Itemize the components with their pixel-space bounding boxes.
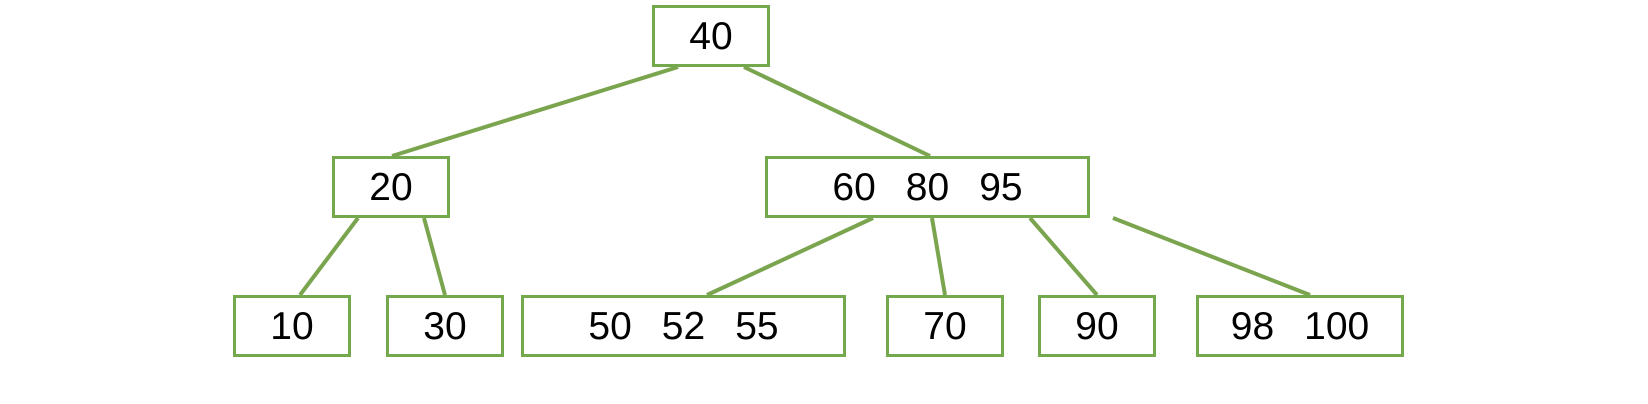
node-key-value: 98 <box>1230 304 1275 348</box>
node-key-value: 50 <box>588 304 632 348</box>
tree-edge-left-to-10 <box>298 216 360 297</box>
node-keys: 10 <box>270 307 313 346</box>
node-key-value: 55 <box>735 304 779 348</box>
node-key-value: 70 <box>923 304 967 348</box>
node-key-value: 20 <box>369 165 413 209</box>
tree-node-leaf-90[interactable]: 90 <box>1038 295 1156 357</box>
tree-edge-right-to-50 <box>706 216 874 297</box>
tree-edge-right-to-90 <box>1028 216 1099 297</box>
tree-node-internal-left[interactable]: 20 <box>332 156 450 218</box>
tree-node-leaf-98-100[interactable]: 98 100 <box>1196 295 1404 357</box>
tree-node-internal-right[interactable]: 60 80 95 <box>765 156 1090 218</box>
tree-node-leaf-70[interactable]: 70 <box>886 295 1004 357</box>
node-keys: 60 80 95 <box>832 168 1022 207</box>
tree-node-leaf-30[interactable]: 30 <box>386 295 504 357</box>
tree-edge-right-to-98 <box>1112 216 1311 297</box>
node-keys: 30 <box>423 307 466 346</box>
tree-edge-root-to-left <box>391 65 679 158</box>
tree-node-leaf-50-52-55[interactable]: 50 52 55 <box>521 295 846 357</box>
node-key-value: 60 <box>832 165 876 209</box>
node-key-value: 52 <box>661 304 706 348</box>
node-keys: 40 <box>689 17 732 56</box>
tree-edge-right-to-70 <box>930 217 947 296</box>
node-keys: 90 <box>1075 307 1118 346</box>
tree-node-leaf-10[interactable]: 10 <box>233 295 351 357</box>
node-key-value: 90 <box>1075 304 1119 348</box>
node-key-value: 80 <box>905 165 950 209</box>
node-keys: 20 <box>369 168 412 207</box>
node-key-value: 30 <box>423 304 467 348</box>
node-key-value: 40 <box>689 14 733 58</box>
node-key-value: 10 <box>270 304 314 348</box>
tree-node-root[interactable]: 40 <box>652 5 770 67</box>
node-keys: 98 100 <box>1231 307 1369 346</box>
tree-edge-left-to-30 <box>422 217 447 296</box>
node-key-value: 95 <box>979 165 1023 209</box>
node-key-value: 100 <box>1304 304 1370 348</box>
node-keys: 70 <box>923 307 966 346</box>
tree-edge-root-to-right <box>743 65 931 158</box>
node-keys: 50 52 55 <box>588 307 778 346</box>
